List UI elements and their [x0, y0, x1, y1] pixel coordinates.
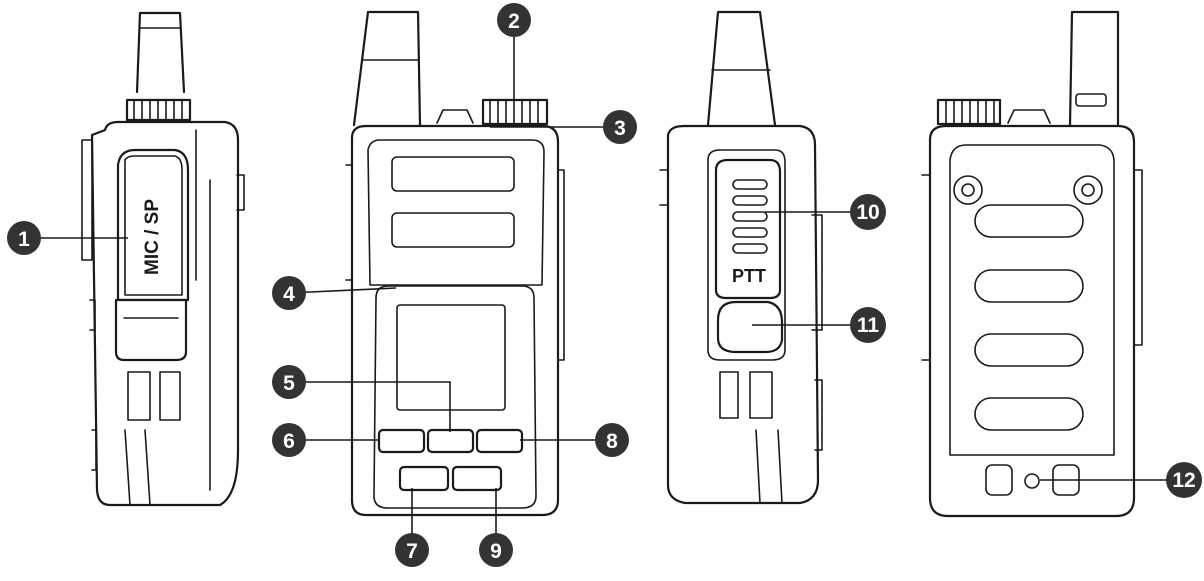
svg-text:12: 12: [1172, 469, 1195, 492]
callout-9: 9: [479, 533, 513, 567]
callout-12: 12: [1166, 462, 1202, 498]
callout-6: 6: [272, 423, 306, 457]
radio-back-view: [921, 10, 1143, 518]
callout-11: 11: [850, 307, 886, 343]
callout-7: 7: [395, 533, 429, 567]
key-bottom-right: [451, 465, 503, 492]
ptt-label: PTT: [732, 266, 766, 286]
callout-5: 5: [272, 365, 306, 399]
key-bottom-left: [398, 465, 450, 492]
svg-text:4: 4: [283, 283, 295, 306]
radio-left-side-view: MIC / SP: [81, 11, 245, 507]
callout-1: 1: [7, 221, 41, 255]
svg-text:5: 5: [283, 372, 295, 395]
key-left: [377, 428, 426, 454]
svg-text:9: 9: [490, 540, 502, 563]
mic-sp-label: MIC / SP: [142, 199, 163, 275]
callout-8: 8: [595, 423, 629, 457]
svg-text:8: 8: [606, 430, 618, 453]
callout-10: 10: [850, 194, 886, 230]
svg-text:1: 1: [18, 228, 30, 251]
key-right: [475, 428, 524, 454]
svg-text:3: 3: [614, 117, 626, 140]
radio-right-side-view: PTT: [659, 10, 823, 505]
side-button: [716, 300, 784, 354]
leader-lines: [39, 20, 1183, 548]
key-center: [426, 428, 475, 454]
svg-text:2: 2: [508, 10, 520, 33]
svg-text:11: 11: [857, 314, 880, 337]
radio-front-view: [345, 10, 565, 517]
callout-2: 2: [497, 3, 531, 37]
callout-3: 3: [603, 110, 637, 144]
callout-4: 4: [272, 276, 306, 310]
svg-text:10: 10: [856, 201, 879, 224]
svg-text:6: 6: [283, 430, 295, 453]
svg-text:7: 7: [406, 540, 418, 563]
